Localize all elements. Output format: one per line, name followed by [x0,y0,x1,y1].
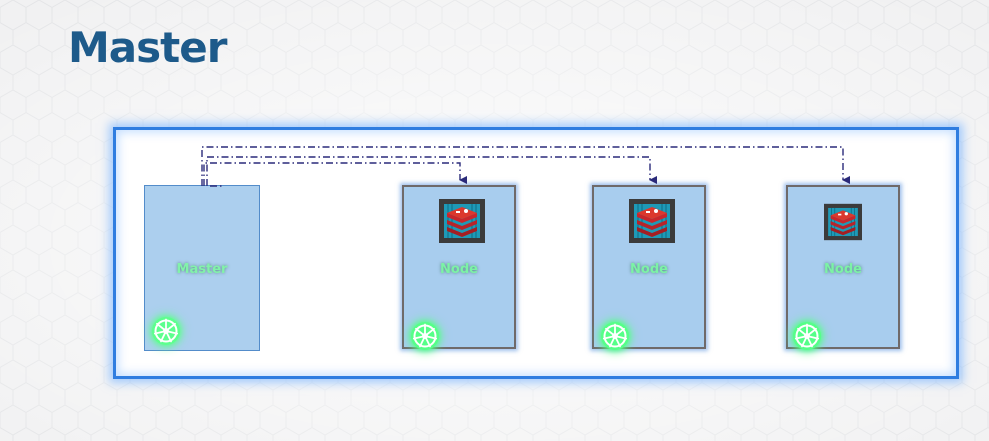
kubernetes-icon [411,322,439,350]
redis-icon [629,199,675,243]
node-label: Node [440,262,478,277]
kubernetes-icon [152,317,180,345]
master-label: Master [176,262,228,277]
slide-title: Master [68,23,227,72]
redis-icon [824,203,862,241]
worker-node-box: Node [402,185,516,350]
kubernetes-icon [793,322,821,350]
worker-node-box: Node [786,185,900,350]
redis-icon [439,199,485,243]
node-label: Node [824,262,862,277]
node-label: Node [630,262,668,277]
worker-node-box: Node [592,185,706,350]
kubernetes-icon [601,322,629,350]
master-node-box: Master [144,185,260,351]
